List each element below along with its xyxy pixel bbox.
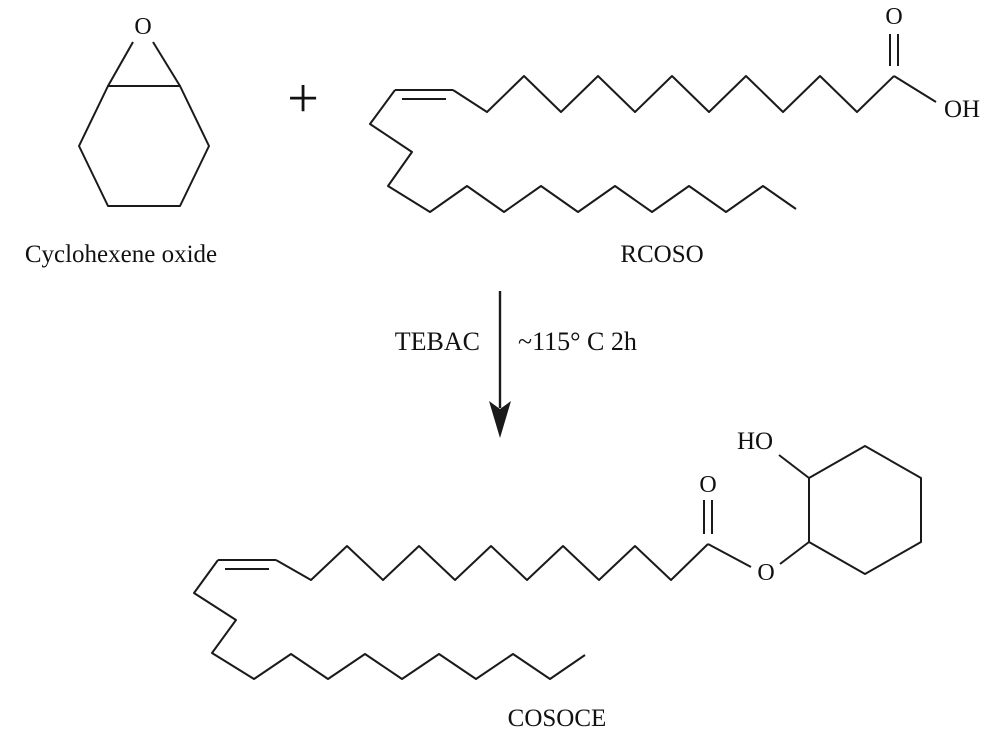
cyclohexane-ring [78, 85, 210, 207]
hydroxyl-bond [893, 75, 937, 103]
conditions-label: ~115° C 2h [518, 327, 637, 356]
ring-hydroxyl-label: HO [737, 428, 773, 455]
alkyl-chain-lower [369, 89, 797, 213]
epoxide-bond-left [107, 41, 134, 87]
reactant2-name-label: RCOSO [620, 241, 703, 268]
catalyst-label: TEBAC [395, 327, 480, 356]
cosoce-structure: O O HO COSOCE [193, 428, 922, 732]
ester-oxygen-label: O [757, 560, 774, 586]
product-carbonyl-oxygen-label: O [699, 472, 716, 498]
reactant1-name-label: Cyclohexene oxide [25, 241, 217, 268]
ester-bond-left [707, 543, 752, 568]
product-alkyl-chain-lower [193, 559, 586, 680]
ester-bond-right [779, 541, 810, 565]
plus-sign: + [287, 68, 319, 130]
epoxide-bond-right [152, 41, 181, 87]
epoxide-oxygen-label: O [134, 14, 151, 40]
product-name-label: COSOCE [508, 705, 607, 732]
carbonyl-oxygen-label: O [885, 4, 902, 30]
product-acyl-chain-upper [275, 543, 709, 581]
cyclohexene-oxide-structure: O Cyclohexene oxide [25, 14, 217, 268]
acyl-chain-upper [452, 75, 895, 113]
ring-hydroxyl-bond [778, 454, 810, 479]
hydroxyl-label: OH [944, 96, 980, 123]
reaction-arrow: TEBAC ~115° C 2h [395, 291, 637, 438]
arrow-head [489, 401, 511, 438]
rcoso-structure: O OH RCOSO [369, 4, 980, 268]
cyclohexyl-ring [808, 445, 922, 575]
